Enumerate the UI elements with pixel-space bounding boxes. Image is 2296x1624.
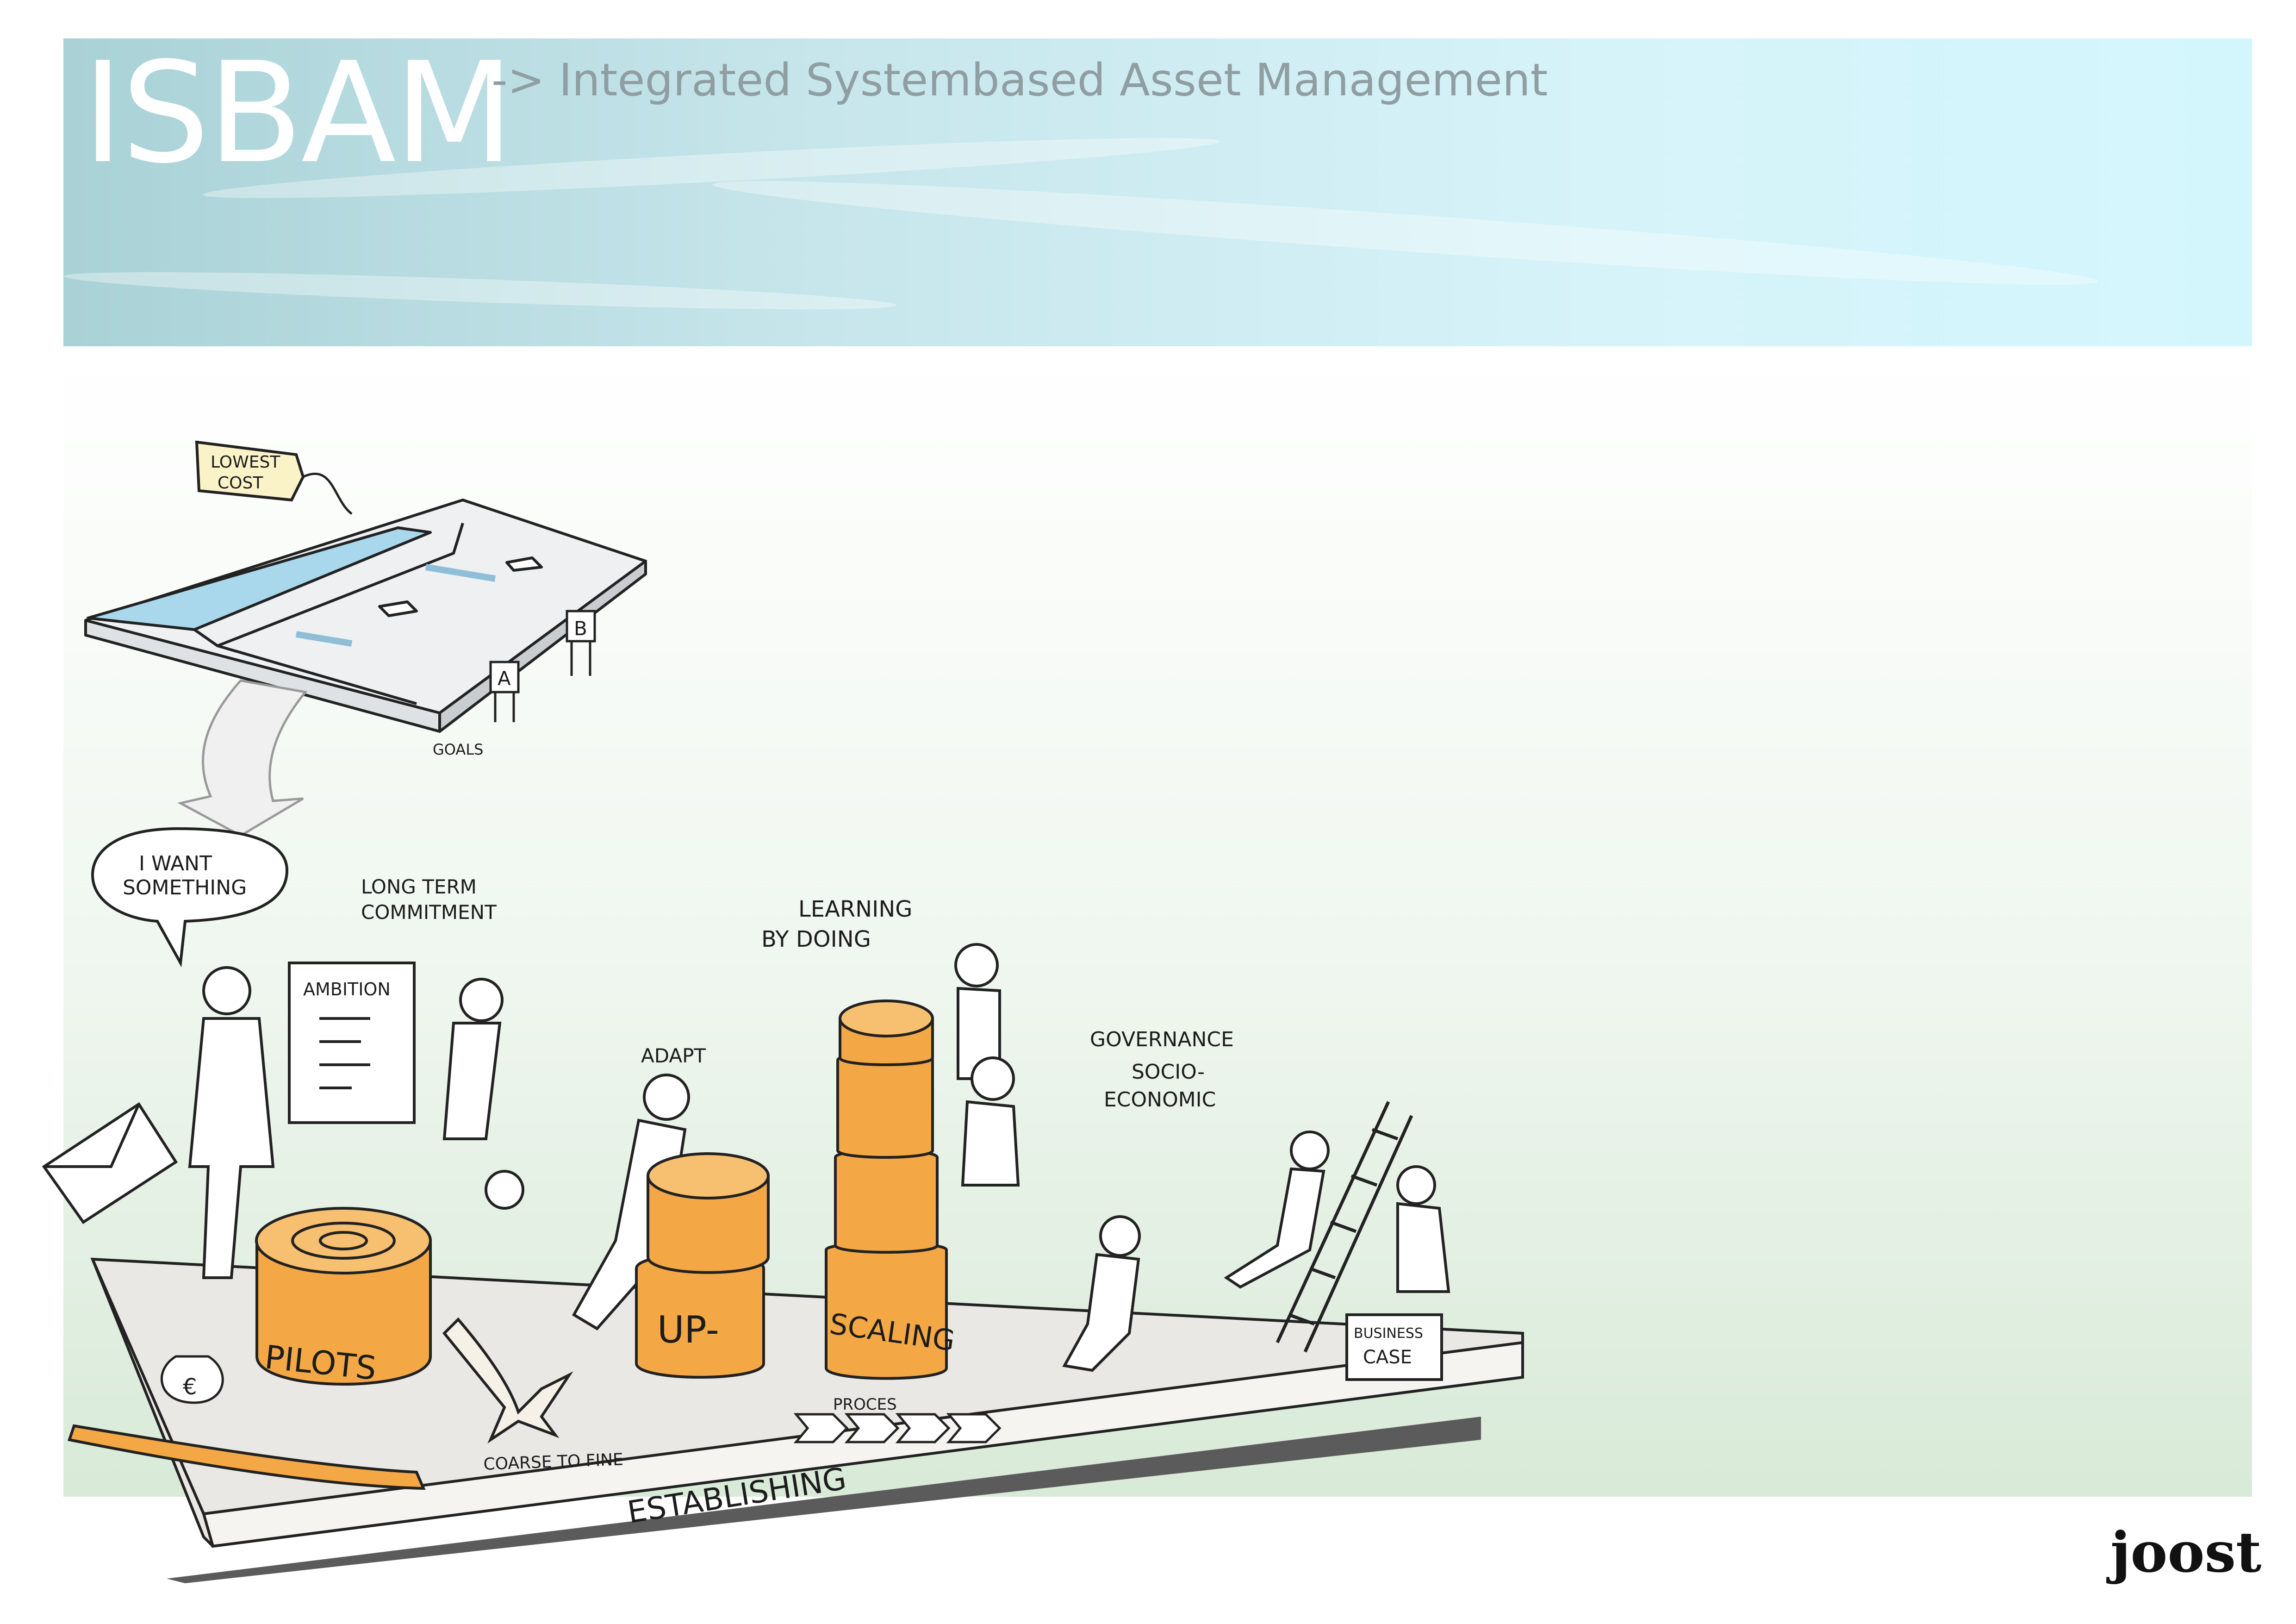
envelope-icon — [42, 1102, 178, 1224]
long-term-label-1: LONG TERM — [361, 875, 477, 898]
governance-label-3: ECONOMIC — [1104, 1088, 1216, 1112]
goal-signs: A B GOALS — [433, 610, 596, 758]
signature-logo: joost — [2106, 1520, 2261, 1585]
price-tag-icon: LOWEST COST — [195, 440, 353, 515]
pilots-stump: PILOTS — [255, 1207, 432, 1387]
business-case-label-1: BUSINESS — [1354, 1325, 1423, 1342]
ladder-icon — [1276, 1101, 1413, 1353]
page-title: ISBAM — [82, 32, 514, 194]
governance-label-1: GOVERNANCE — [1090, 1028, 1234, 1051]
landscape-block — [84, 499, 647, 733]
speech-bubble: I WANT SOMETHING — [91, 827, 289, 968]
arrow-down-icon — [177, 679, 308, 837]
learning-label-2: BY DOING — [761, 926, 871, 952]
scaling-tower: SCALING — [825, 999, 957, 1380]
money-bag-icon: € — [160, 1355, 224, 1404]
root-branch — [68, 1317, 573, 1490]
goals-label: GOALS — [433, 741, 483, 758]
business-case-label-2: CASE — [1363, 1347, 1412, 1368]
up-label: UP- — [657, 1308, 719, 1351]
business-case-box: BUSINESS CASE — [1345, 1313, 1443, 1381]
ambition-board: AMBITION — [288, 962, 416, 1124]
adapt-label: ADAPT — [641, 1044, 706, 1067]
ambition-label: AMBITION — [303, 979, 391, 999]
long-term-label-2: COMMITMENT — [361, 901, 497, 924]
speech-line-1: I WANT — [139, 852, 212, 875]
governance-label-2: SOCIO- — [1132, 1060, 1205, 1084]
euro-label: € — [183, 1374, 197, 1400]
header-banner — [63, 38, 2252, 346]
proces-label: PROCES — [833, 1395, 897, 1414]
page-subtitle: -> Integrated Systembased Asset Manageme… — [492, 54, 1548, 106]
upscaling-logs: UP- — [635, 1152, 770, 1379]
water-channel — [87, 526, 432, 631]
sign-a: A — [498, 667, 511, 690]
learning-label-1: LEARNING — [798, 896, 912, 922]
lowest-cost-label-1: LOWEST — [211, 453, 280, 472]
lowest-cost-label-2: COST — [218, 474, 263, 493]
speech-line-2: SOMETHING — [123, 876, 247, 899]
process-arrows — [793, 1413, 1002, 1443]
sign-b: B — [574, 617, 587, 640]
